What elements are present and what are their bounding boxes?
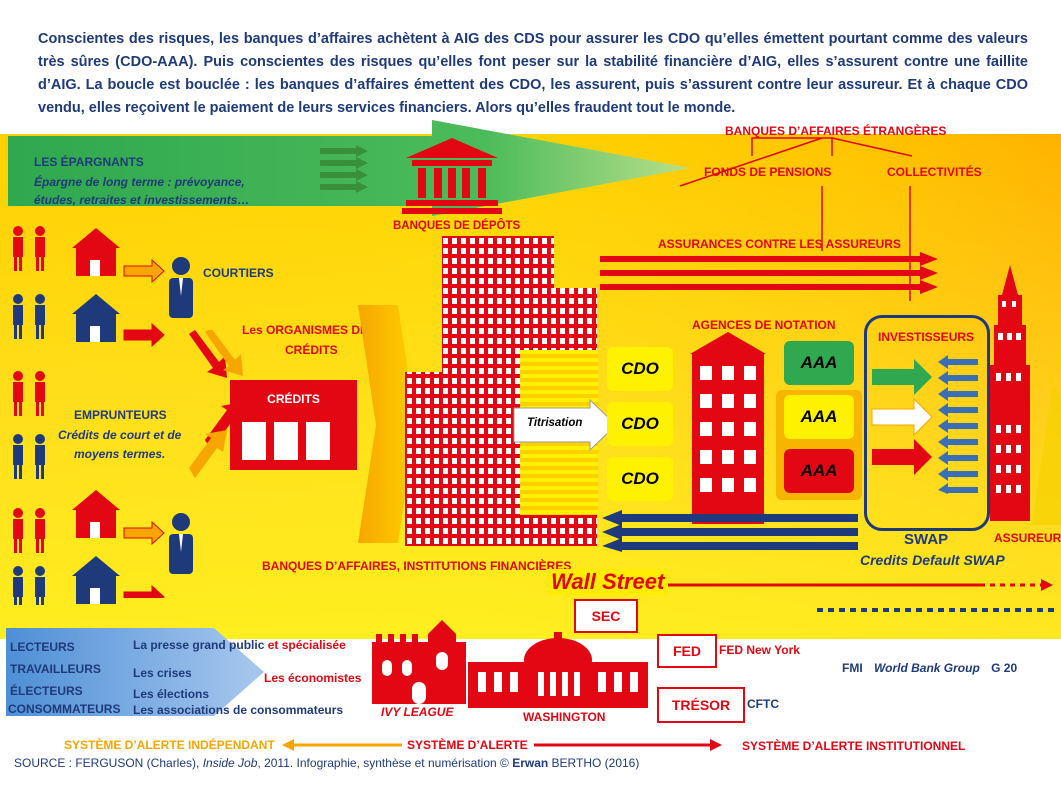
international-institutions: FMI World Bank Group G 20 [842,661,1017,675]
borrowers-sub-2: moyens termes. [74,447,166,461]
public-role: TRAVAILLEURS [10,662,101,676]
cdo-box: CDO [607,347,673,391]
cftc-label: CFTC [747,697,779,711]
securitization-label: Titrisation [527,417,583,429]
alert-arrows [282,739,722,751]
small-green-arrows [320,145,368,193]
source-prefix: SOURCE : FERGUSON (Charles), [14,756,203,770]
public-role: ÉLECTEURS [10,684,83,698]
investors-box [864,315,990,531]
aaa-box-red: AAA [784,449,854,493]
rating-agencies-label: AGENCES DE NOTATION [692,318,836,332]
source-line: SOURCE : FERGUSON (Charles), Inside Job,… [14,756,639,770]
pension-funds-label: FONDS DE PENSIONS [704,165,832,179]
credits-box: CRÉDITS [230,380,357,470]
aaa-box-yellow: AAA [784,395,854,439]
ivy-league-building [372,620,466,704]
bank-icon [402,138,502,214]
insurance-arrows [600,252,938,294]
house-to-broker-arrows [123,258,165,598]
press-general: La presse grand public [133,638,268,652]
public-role: LECTEURS [10,640,75,654]
deposit-banks-label: BANQUES DE DÉPÔTS [393,220,521,232]
source-title: Inside Job [202,756,258,770]
alert-institutional-label: SYSTÈME D’ALERTE INSTITUTIONNEL [742,739,966,753]
insurer-tower [990,265,1061,525]
public-role: CONSOMMATEURS [8,702,121,716]
credit-chevron-arrow [358,305,416,543]
credits-window [306,422,330,460]
swap-label: SWAP [904,531,949,548]
collectivities-label: COLLECTIVITÉS [887,165,982,179]
crises-label: Les crises [133,666,192,680]
broker-figures [169,257,193,574]
borrowers-label: EMPRUNTEURS [74,408,167,422]
credits-window [274,422,298,460]
insurance-insurers-label: ASSURANCES CONTRE LES ASSUREURS [658,237,901,251]
alert-independent-label: SYSTÈME D’ALERTE INDÉPENDANT [64,738,275,752]
fmi-label: FMI [842,661,863,675]
source-author-last: BERTHO (2016) [548,756,640,770]
investor-arrows [871,355,978,494]
savers-title: LES ÉPARGNANTS [34,155,144,169]
ivy-league-label: IVY LEAGUE [381,705,454,719]
press-specialized: et spécialisée [267,638,346,652]
cdo-box: CDO [607,402,673,446]
economists-label: Les économistes [264,671,362,685]
houses-column [72,228,120,604]
credit-orgs-label-1: Les ORGANISMES DE [242,323,369,337]
elections-label: Les élections [133,687,210,701]
sec-box: SEC [574,599,638,633]
foreign-banks-label: BANQUES D’AFFAIRES ÉTRANGÈRES [725,124,947,138]
people-column [13,226,45,605]
press-label: La presse grand public et spécialisée [133,638,346,652]
savings-arrow [8,120,690,216]
borrowers-sub-1: Crédits de court et de [58,428,182,442]
brokers-label: COURTIERS [203,266,274,280]
world-bank-label: World Bank Group [874,661,980,675]
credits-window [242,422,266,460]
treasury-box: TRÉSOR [657,687,745,723]
savers-subtitle-2: études, retraites et investissements… [34,193,250,207]
fed-box: FED [657,634,717,668]
intro-paragraph: Conscientes des risques, les banques d’a… [38,31,1028,116]
investors-label: INVESTISSEURS [878,330,975,344]
credit-orgs-label-2: CRÉDITS [285,343,338,357]
aaa-box-green: AAA [784,341,854,385]
source-author-first: Erwan [512,756,549,770]
public-arrow [6,628,264,716]
washington-label: WASHINGTON [523,710,606,724]
consumer-assoc-label: Les associations de consommateurs [133,703,344,717]
credits-label: CRÉDITS [267,392,320,406]
washington-capitol [468,632,648,708]
g20-label: G 20 [991,661,1018,675]
alert-system-label: SYSTÈME D’ALERTE [407,738,528,752]
source-rest: , 2011. Infographie, synthèse et numéris… [257,756,513,770]
securitization-arrow [513,398,617,452]
wall-street-label: Wall Street [547,569,669,595]
foreign-banks-lines [679,137,913,301]
rating-agency-building [690,332,766,524]
cdo-box: CDO [607,457,673,501]
fed-ny-label: FED New York [719,643,800,657]
return-arrows [602,510,858,552]
insurers-label: ASSUREURS [994,531,1061,545]
investment-banks-label: BANQUES D’AFFAIRES, INSTITUTIONS FINANCI… [262,559,572,573]
cds-label: Credits Default SWAP [860,552,1005,568]
savers-subtitle-1: Épargne de long terme : prévoyance, [34,175,245,189]
